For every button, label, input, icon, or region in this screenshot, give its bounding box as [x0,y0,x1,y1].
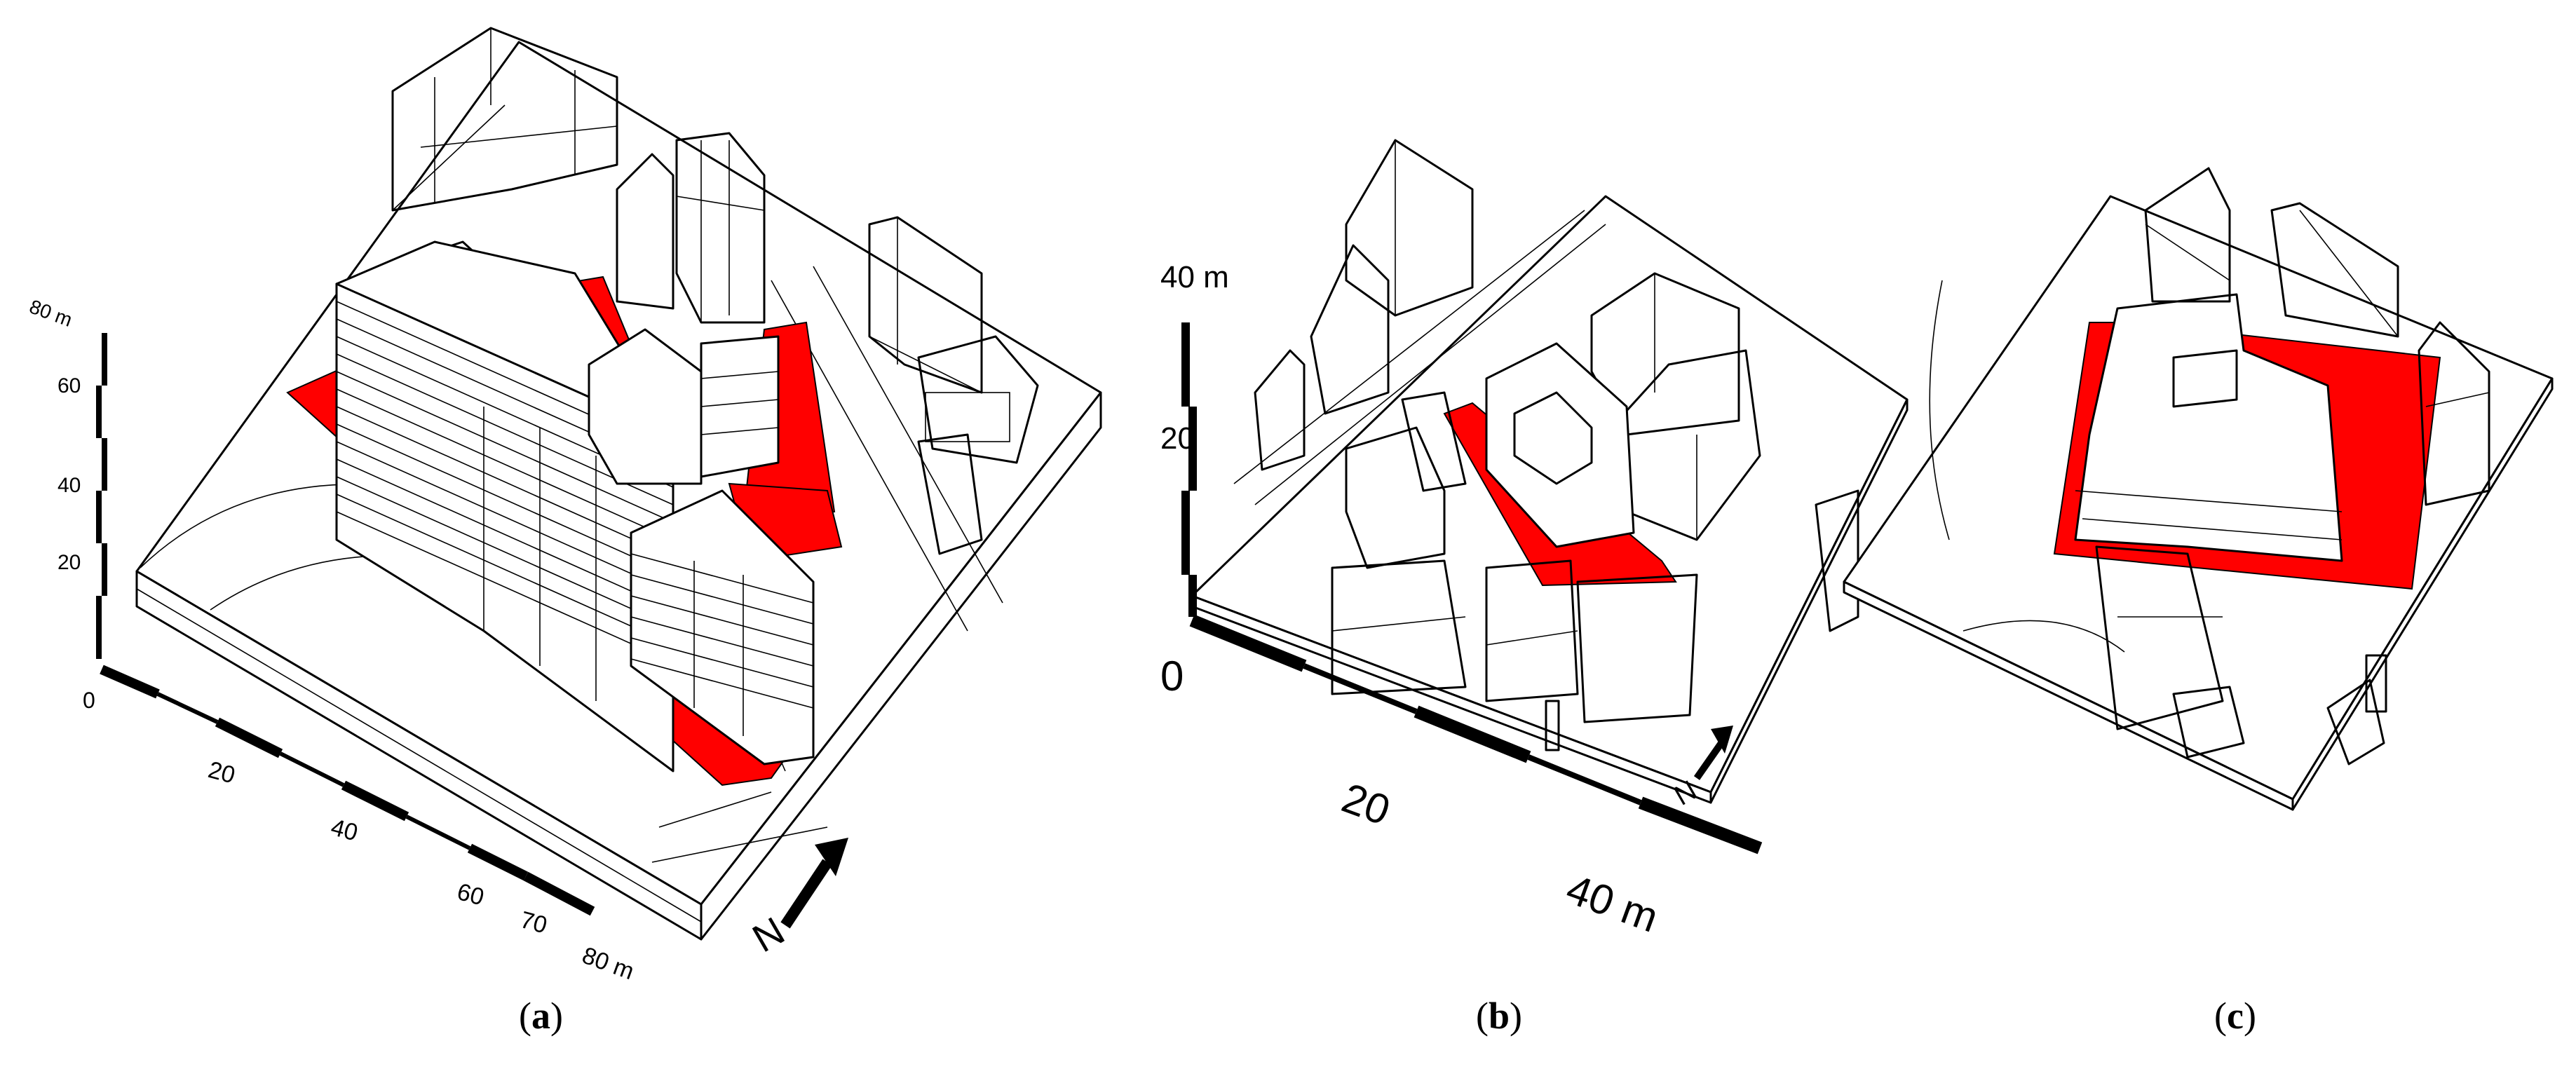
v-tick-40-b: 40 m [1160,260,1229,294]
h-tick-20-b: 20 [1336,774,1397,834]
h-tick-60: 60 [454,878,487,911]
h-tick-0-b: 0 [1160,653,1184,700]
h-tick-70: 70 [517,906,550,939]
v-tick-20-b: 20 [1160,421,1195,456]
v-tick-80: 80 m [27,296,75,331]
wireframe-blocks-c [2095,167,2490,765]
v-tick-40: 40 [57,474,81,497]
site-model-a: 80 m 60 40 20 0 20 40 60 70 80 m N [27,27,1102,986]
caption-b: (b) [1476,995,1523,1037]
site-model-c [1843,167,2554,811]
wireframe-towers-a [391,27,1039,555]
panel-b: 40 m 20 0 20 40 m N (b) [1094,0,1909,1069]
site-model-b: 40 m 20 0 20 40 m N [1160,139,1909,941]
h-tick-40: 40 [328,814,360,846]
h-tick-40-b: 40 m [1561,865,1665,941]
caption-c: (c) [2214,995,2256,1037]
vertical-scale-bar-b: 40 m 20 [1160,260,1229,617]
v-tick-20: 20 [57,551,81,574]
h-tick-20: 20 [205,756,238,789]
main-block-c [2074,293,2343,562]
caption-a: (a) [519,995,563,1037]
vertical-scale-bar-a: 80 m 60 40 20 [27,296,107,659]
v-tick-60: 60 [57,374,81,397]
h-tick-80: 80 m [578,942,637,986]
main-block-a [335,240,815,772]
wireframe-blocks-b [1254,139,1859,751]
h-tick-0: 0 [83,688,95,713]
panel-a: 80 m 60 40 20 0 20 40 60 70 80 m N [0,0,1102,1069]
north-label-a: N [745,908,792,961]
panel-c: (c) [1795,0,2576,1069]
